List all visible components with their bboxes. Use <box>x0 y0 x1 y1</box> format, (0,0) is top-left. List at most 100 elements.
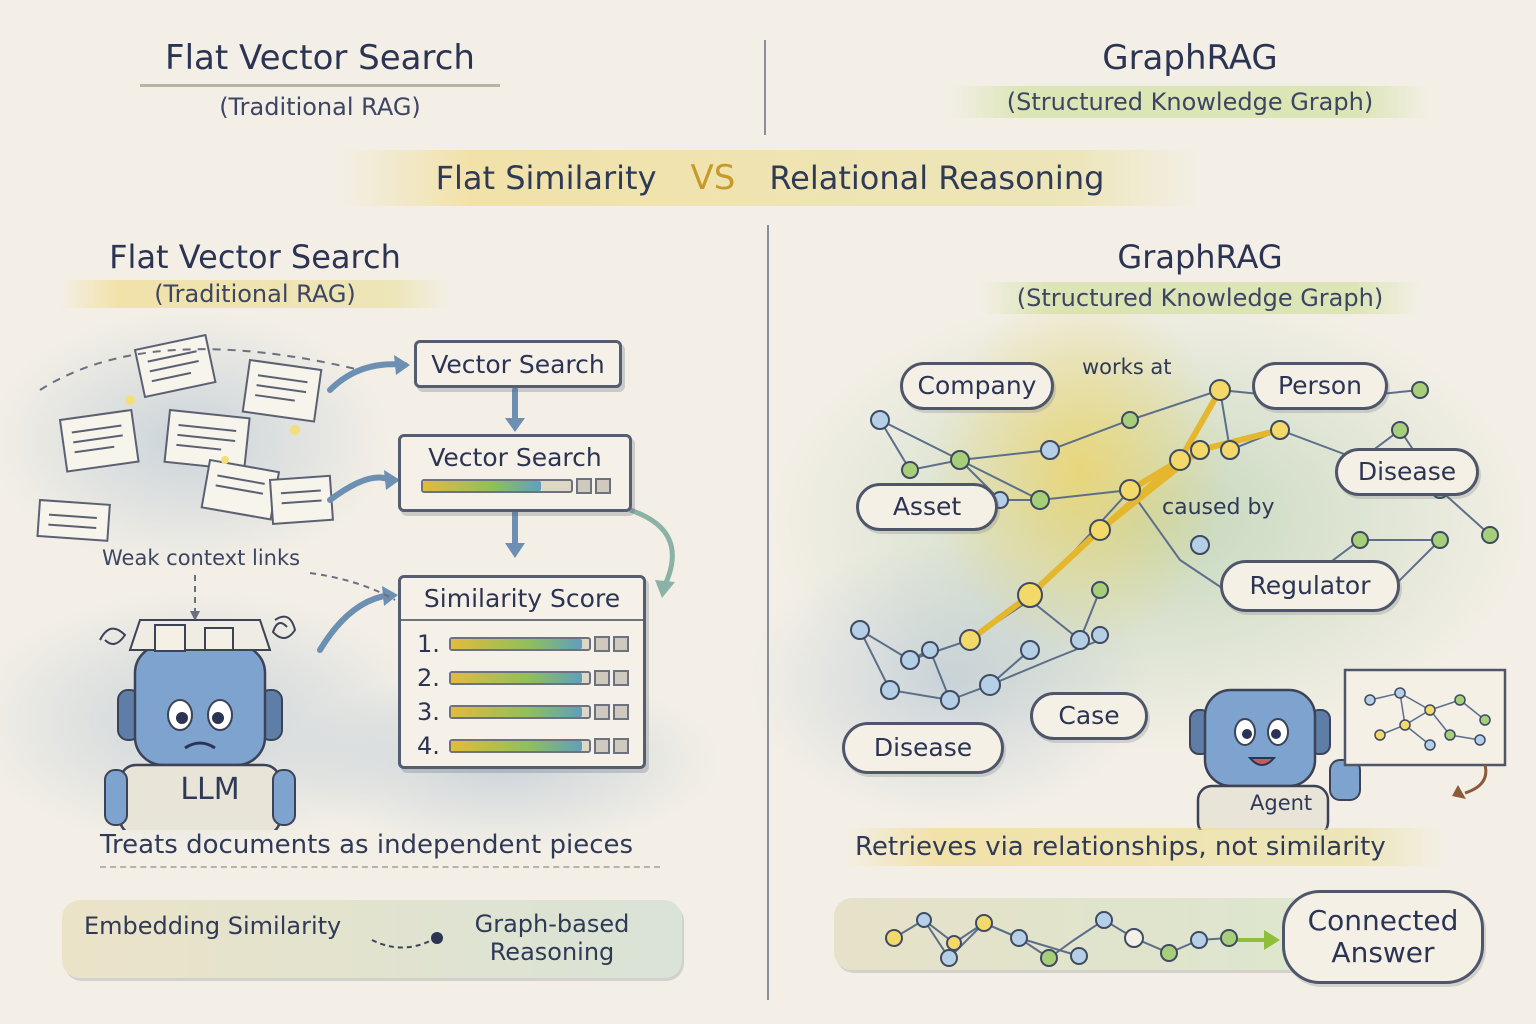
node-asset: Asset <box>856 483 998 531</box>
node-case: Case <box>1030 692 1148 740</box>
similarity-rank-label: 4. <box>417 732 440 760</box>
node-disease-top: Disease <box>1335 448 1479 496</box>
similarity-bar-fill <box>451 639 583 649</box>
node-regulator: Regulator <box>1220 560 1400 612</box>
right-panel-heading: GraphRAG (Structured Knowledge Graph) <box>980 238 1420 314</box>
left-panel-heading: Flat Vector Search (Traditional RAG) <box>60 238 450 308</box>
vector-search-box-1: Vector Search <box>414 340 622 388</box>
similarity-rank-label: 2. <box>417 664 440 692</box>
vector-search-bar-track <box>421 479 573 493</box>
similarity-bar-fill <box>451 741 583 751</box>
bar-square <box>613 704 629 720</box>
similarity-bar-fill <box>451 673 583 683</box>
node-disease-bottom: Disease <box>842 722 1004 774</box>
similarity-rank-list: 1. 2. 3. 4. <box>401 621 643 763</box>
bar-square <box>613 738 629 754</box>
document-icon <box>163 408 251 472</box>
connected-answer-pill: Connected Answer <box>1282 890 1484 984</box>
answer-path-pill <box>834 898 1314 970</box>
legend-embedding-similarity: Embedding Similarity <box>84 912 342 940</box>
left-panel-subtitle: (Traditional RAG) <box>60 280 450 308</box>
document-icon <box>133 333 217 399</box>
similarity-bar-track <box>449 637 591 651</box>
robot-head-lid <box>128 619 272 651</box>
confused-scribble-icon <box>99 615 297 645</box>
bar-square <box>576 478 592 494</box>
right-caption: Retrieves via relationships, not similar… <box>845 828 1445 866</box>
weak-links-connectors <box>190 572 396 621</box>
right-panel-subtitle: (Structured Knowledge Graph) <box>980 282 1420 314</box>
similarity-rank-row: 4. <box>417 729 629 763</box>
left-legend-pill: Embedding Similarity Graph-based Reasoni… <box>62 900 682 978</box>
similarity-rank-label: 3. <box>417 698 440 726</box>
answer-path-graph <box>885 911 1280 967</box>
connected-answer-line2: Answer <box>1331 936 1435 969</box>
similarity-bar-fill <box>451 707 583 717</box>
similarity-bar-track <box>449 739 591 753</box>
right-panel-title: GraphRAG <box>1117 238 1283 276</box>
comparison-banner: Flat Similarity VS Relational Reasoning <box>340 150 1200 206</box>
bar-square <box>594 636 610 652</box>
similarity-rank-row: 3. <box>417 695 629 729</box>
legend-graph-based-line1: Graph-based <box>474 910 630 938</box>
header-left-title: Flat Vector Search <box>165 38 475 78</box>
connected-answer-line1: Connected <box>1307 904 1459 937</box>
graph-node-dots <box>850 379 1499 710</box>
bar-square <box>594 704 610 720</box>
flow-arrows-left <box>317 355 675 653</box>
similarity-bar-track <box>449 671 591 685</box>
comparison-right: Relational Reasoning <box>769 159 1105 197</box>
header-right: GraphRAG (Structured Knowledge Graph) <box>950 38 1430 118</box>
left-panel-title: Flat Vector Search <box>109 238 401 276</box>
header-left-subtitle: (Traditional RAG) <box>219 93 421 121</box>
agent-head <box>1203 688 1317 788</box>
edge-label-caused-by: caused by <box>1162 495 1275 520</box>
mini-graph-card <box>1343 668 1507 799</box>
header-left-underline <box>140 84 500 87</box>
legend-connector <box>371 932 443 949</box>
similarity-rank-label: 1. <box>417 630 440 658</box>
header-right-title: GraphRAG <box>1102 38 1278 78</box>
node-company: Company <box>900 362 1054 410</box>
header-left: Flat Vector Search (Traditional RAG) <box>100 38 540 121</box>
node-person: Person <box>1252 362 1388 410</box>
similarity-score-box: Similarity Score 1. 2. 3. 4. <box>398 575 646 769</box>
bar-square <box>613 670 629 686</box>
edge-label-works-at: works at <box>1082 355 1172 379</box>
vector-search-label-1: Vector Search <box>431 349 605 379</box>
vector-search-progress <box>421 478 611 494</box>
puzzle-piece-icon <box>154 624 234 652</box>
vector-search-box-2: Vector Search <box>398 434 632 512</box>
similarity-rank-row: 1. <box>417 627 629 661</box>
vector-search-label-2: Vector Search <box>428 443 602 472</box>
agent-label: Agent <box>1250 791 1313 815</box>
legend-graph-based-line2: Reasoning <box>489 938 615 966</box>
bar-square <box>613 636 629 652</box>
header-right-subtitle: (Structured Knowledge Graph) <box>950 86 1430 118</box>
robot-head <box>133 643 267 767</box>
agent-robot <box>1189 688 1380 830</box>
document-icon <box>241 358 323 423</box>
llm-robot <box>99 615 297 830</box>
bar-square <box>594 738 610 754</box>
left-caption: Treats documents as independent pieces <box>100 830 660 868</box>
knowledge-graph <box>850 379 1499 710</box>
llm-label: LLM <box>180 772 240 807</box>
similarity-bar-track <box>449 705 591 719</box>
document-icon <box>200 458 281 521</box>
document-icon <box>36 498 111 542</box>
agent-body <box>1196 784 1330 830</box>
vector-search-bar-fill <box>423 481 542 491</box>
similarity-rank-row: 2. <box>417 661 629 695</box>
weak-links-note: Weak context links <box>102 546 301 570</box>
bar-square <box>595 478 611 494</box>
document-icon <box>268 474 334 525</box>
comparison-vs: VS <box>690 158 736 198</box>
comparison-left: Flat Similarity <box>435 159 657 197</box>
similarity-divider <box>401 619 643 621</box>
scattered-documents <box>36 333 361 542</box>
document-icon <box>58 408 140 473</box>
similarity-score-title: Similarity Score <box>423 584 621 613</box>
bar-square <box>594 670 610 686</box>
legend-graph-based: Graph-based Reasoning <box>442 910 662 966</box>
